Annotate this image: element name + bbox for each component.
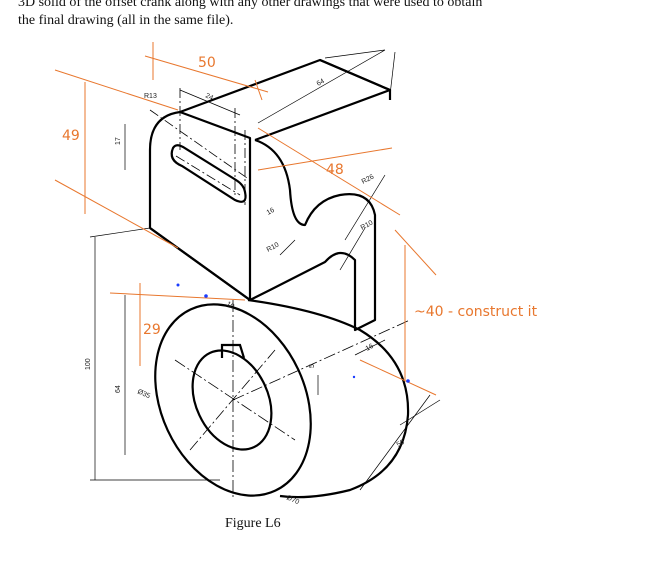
dim-16-slot: 16	[266, 207, 276, 217]
dim-phi70: Ø70	[285, 494, 300, 506]
upper-bracket	[148, 58, 392, 332]
dim-64-top: 64	[316, 78, 326, 88]
dim-r13: R13	[144, 93, 157, 100]
dim-r10-b: R10	[360, 220, 375, 232]
dim-r10-a: R10	[266, 242, 281, 254]
cylinder-front-ellipse	[154, 303, 312, 497]
dim-24: 24	[204, 92, 214, 102]
dim-64-left: 64	[115, 385, 122, 393]
document-text: 3D solid of the offset crank along with …	[18, 0, 658, 30]
annotation-49: 49	[62, 128, 80, 144]
dimension-labels: 64 24 R13 17 16 R10 R26 R10 16 10 5 100 …	[85, 78, 406, 506]
dim-10: 10	[225, 301, 235, 311]
dim-r26: R26	[361, 174, 376, 186]
dim-16-bottom: 16	[365, 343, 375, 353]
annotation-50: 50	[198, 55, 216, 71]
blue-marks	[176, 283, 410, 383]
dim-100: 100	[85, 358, 92, 370]
figure-caption: Figure L6	[225, 516, 281, 531]
document-line-2: the final drawing (all in the same file)…	[18, 13, 234, 28]
slot-outline	[170, 144, 247, 203]
bracket-lower-edge	[149, 227, 251, 301]
bore-ellipse	[191, 349, 273, 451]
bracket-front-face	[148, 110, 252, 302]
upper-centre-lines	[149, 88, 251, 205]
keyway	[220, 343, 246, 359]
cylinder-body	[247, 298, 410, 499]
orange-annotation-lines	[54, 42, 437, 396]
orange-annotations: 50 49 48 29 ~40 - construct it	[62, 55, 538, 338]
dim-phi35: Ø35	[136, 388, 151, 400]
front-slot	[170, 144, 247, 203]
annotation-29: 29	[143, 322, 161, 338]
annotation-48: 48	[326, 162, 344, 178]
dimension-lines	[89, 49, 441, 491]
dim-5: 5	[309, 364, 316, 368]
document-line-1: 3D solid of the offset crank along with …	[18, 0, 483, 10]
dim-17: 17	[115, 137, 122, 145]
lower-cylinder	[154, 298, 410, 499]
dim-50: 50	[396, 439, 406, 449]
bracket-right-top	[319, 58, 392, 100]
cylinder-centre-lines	[174, 300, 411, 500]
annotation-40: ~40 - construct it	[414, 304, 538, 320]
